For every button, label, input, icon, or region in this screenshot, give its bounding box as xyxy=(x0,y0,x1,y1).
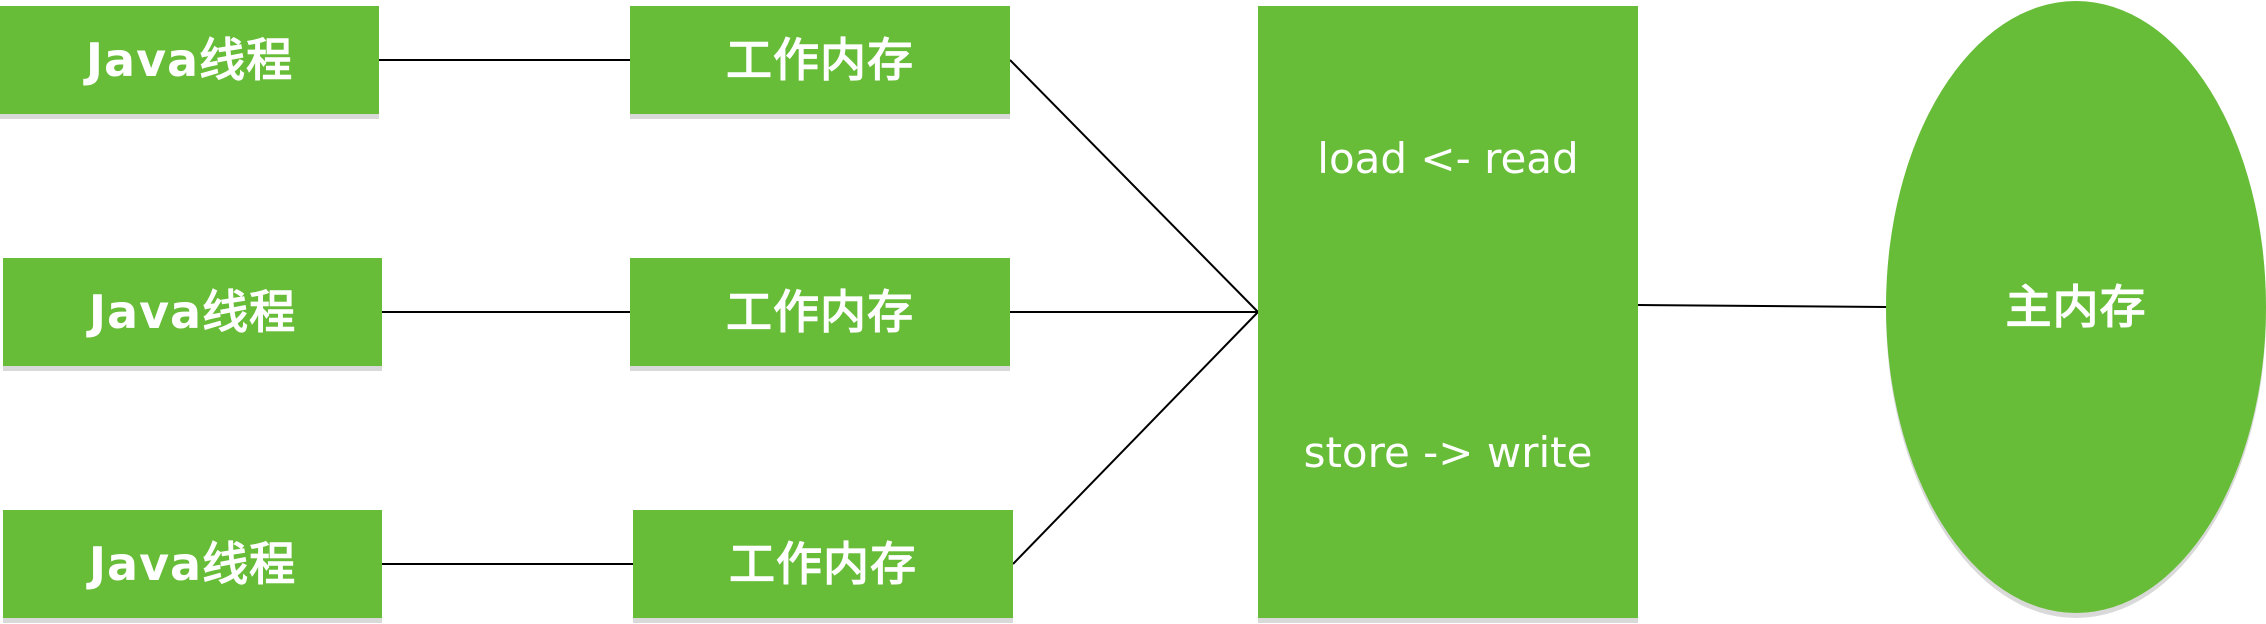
memory-operations-hub: load <- read store -> write xyxy=(1258,6,1638,618)
java-thread-3: Java线程 xyxy=(3,510,382,618)
work-memory-1: 工作内存 xyxy=(630,6,1010,114)
main-memory-label: 主内存 xyxy=(2005,280,2147,334)
java-thread-3-label: Java线程 xyxy=(88,537,297,591)
work-memory-1-label: 工作内存 xyxy=(726,33,914,87)
connector-work-3-to-hub xyxy=(1012,311,1259,565)
connector-hub-to-main-memory xyxy=(1637,304,1887,308)
main-memory-ellipse: 主内存 xyxy=(1886,1,2266,613)
java-thread-2-label: Java线程 xyxy=(88,285,297,339)
work-memory-2-label: 工作内存 xyxy=(726,285,914,339)
load-read-label: load <- read xyxy=(1317,134,1579,183)
work-memory-3-label: 工作内存 xyxy=(729,537,917,591)
java-thread-1-label: Java线程 xyxy=(85,33,294,87)
java-thread-1: Java线程 xyxy=(0,6,379,114)
connector-work-1-to-hub xyxy=(1009,59,1259,313)
java-thread-2: Java线程 xyxy=(3,258,382,366)
work-memory-3: 工作内存 xyxy=(633,510,1013,618)
work-memory-2: 工作内存 xyxy=(630,258,1010,366)
store-write-label: store -> write xyxy=(1303,428,1593,477)
